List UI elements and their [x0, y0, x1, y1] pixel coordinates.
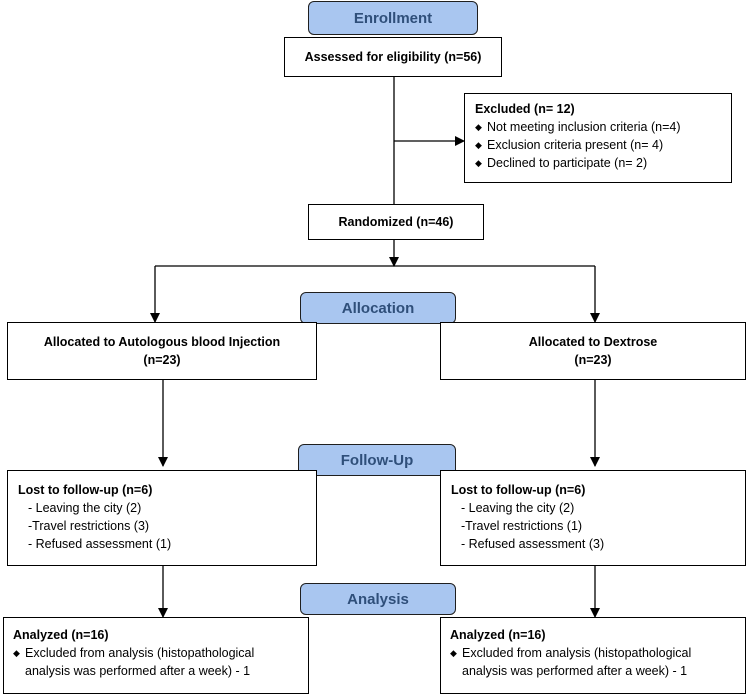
excluded-title: Excluded (n= 12): [475, 102, 575, 116]
diamond-bullet-icon: ◆: [450, 648, 457, 658]
followup-right-item: - Refused assessment (3): [461, 537, 605, 551]
allocation-left-box: Allocated to Autologous blood Injection …: [7, 322, 317, 380]
excluded-item: ◆Not meeting inclusion criteria (n=4): [475, 120, 681, 134]
analysis-left-box: Analyzed (n=16) ◆Excluded from analysis …: [3, 617, 309, 694]
followup-left-item: - Leaving the city (2): [28, 501, 142, 515]
excluded-item: ◆Exclusion criteria present (n= 4): [475, 138, 664, 152]
analysis-left-title: Analyzed (n=16): [13, 628, 109, 642]
randomized-text: Randomized (n=46): [338, 215, 454, 229]
allocation-right-title: Allocated to Dextrose: [528, 335, 658, 349]
analysis-phase-label: Analysis: [300, 583, 456, 615]
allocation-left-n: (n=23): [143, 353, 181, 367]
followup-left-box: Lost to follow-up (n=6) - Leaving the ci…: [7, 470, 317, 566]
followup-left-item: - Refused assessment (1): [28, 537, 172, 551]
followup-left-item: -Travel restrictions (3): [28, 519, 150, 533]
excluded-item: ◆Declined to participate (n= 2): [475, 156, 648, 170]
analysis-left-item: ◆Excluded from analysis (histopathologic…: [13, 646, 255, 678]
analysis-right-title: Analyzed (n=16): [450, 628, 546, 642]
allocation-left-title: Allocated to Autologous blood Injection: [43, 335, 281, 349]
assessed-text: Assessed for eligibility (n=56): [304, 50, 482, 64]
followup-right-box: Lost to follow-up (n=6) - Leaving the ci…: [440, 470, 746, 566]
assessed-box: Assessed for eligibility (n=56): [284, 37, 502, 77]
enrollment-phase-label: Enrollment: [308, 1, 478, 35]
followup-right-title: Lost to follow-up (n=6): [451, 483, 586, 497]
diamond-bullet-icon: ◆: [475, 140, 482, 150]
analysis-right-box: Analyzed (n=16) ◆Excluded from analysis …: [440, 617, 746, 694]
excluded-box: Excluded (n= 12) ◆Not meeting inclusion …: [464, 93, 732, 183]
followup-right-item: - Leaving the city (2): [461, 501, 575, 515]
followup-right-item: -Travel restrictions (1): [461, 519, 583, 533]
analysis-right-item: ◆Excluded from analysis (histopathologic…: [450, 646, 692, 678]
followup-left-title: Lost to follow-up (n=6): [18, 483, 153, 497]
follow-up-phase-label: Follow-Up: [298, 444, 456, 476]
diamond-bullet-icon: ◆: [475, 158, 482, 168]
allocation-phase-label: Allocation: [300, 292, 456, 324]
allocation-right-n: (n=23): [574, 353, 612, 367]
randomized-box: Randomized (n=46): [308, 204, 484, 240]
allocation-right-box: Allocated to Dextrose (n=23): [440, 322, 746, 380]
diamond-bullet-icon: ◆: [475, 122, 482, 132]
diamond-bullet-icon: ◆: [13, 648, 20, 658]
